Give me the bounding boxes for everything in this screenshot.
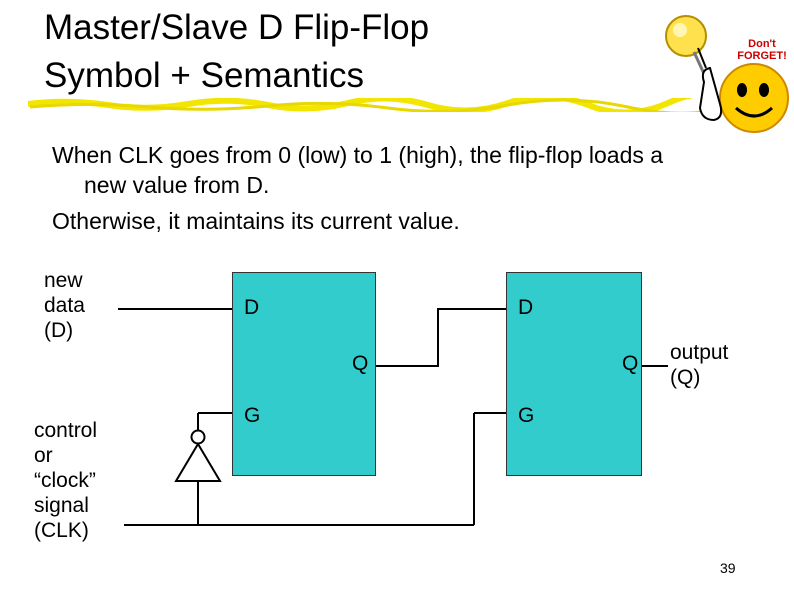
title-line-2: Symbol + Semantics: [44, 56, 364, 95]
bullet-1-line-1: When CLK goes from 0 (low) to 1 (high), …: [52, 142, 664, 168]
master-g-pin: G: [244, 404, 261, 427]
inverter-triangle-icon: [174, 442, 222, 482]
input-label-line-2: data: [44, 294, 85, 317]
dont-forget-sticker: Don't FORGET!: [654, 8, 790, 136]
master-latch: [232, 272, 376, 476]
master-d-pin: D: [244, 296, 260, 319]
master-q-to-slave-d-wire: [376, 308, 506, 367]
sticker-text-line-2: FORGET!: [737, 50, 787, 62]
input-data-label: new data (D): [44, 268, 85, 343]
master-q-pin: Q: [352, 352, 369, 375]
title-line-1: Master/Slave D Flip-Flop: [44, 8, 430, 47]
input-label-line-3: (D): [44, 319, 74, 342]
bullet-2: Otherwise, it maintains its current valu…: [52, 208, 460, 234]
title-underline-decoration: [28, 98, 728, 112]
slide-title: Master/Slave D Flip-Flop Symbol + Semant…: [44, 4, 604, 100]
clock-label-line-1: control: [34, 419, 98, 442]
inverter-bubble-icon: [190, 429, 206, 445]
page-number: 39: [720, 560, 736, 576]
slave-q-pin: Q: [622, 352, 639, 375]
bullet-list: When CLK goes from 0 (low) to 1 (high), …: [52, 140, 772, 242]
smiley-pushpin-icon: [665, 15, 789, 133]
clock-signal-label: control or “clock” signal (CLK): [34, 418, 97, 543]
slave-d-pin: D: [518, 296, 534, 319]
sticker-text-line-1: Don't: [748, 38, 776, 50]
sticker-text: Don't FORGET!: [734, 38, 790, 62]
slave-g-pin: G: [518, 404, 535, 427]
output-label: output (Q): [670, 340, 728, 390]
clock-label-line-5: (CLK): [34, 519, 89, 542]
clock-label-line-3: “clock”: [34, 469, 96, 492]
clock-label-line-2: or: [34, 444, 53, 467]
input-label-line-1: new: [44, 269, 83, 292]
output-label-line-1: output: [670, 341, 729, 364]
slave-latch: [506, 272, 642, 476]
bullet-1-line-2: new value from D.: [84, 172, 270, 198]
bullet-1: When CLK goes from 0 (low) to 1 (high), …: [52, 140, 772, 200]
clock-label-line-4: signal: [34, 494, 89, 517]
output-label-line-2: (Q): [670, 366, 701, 389]
